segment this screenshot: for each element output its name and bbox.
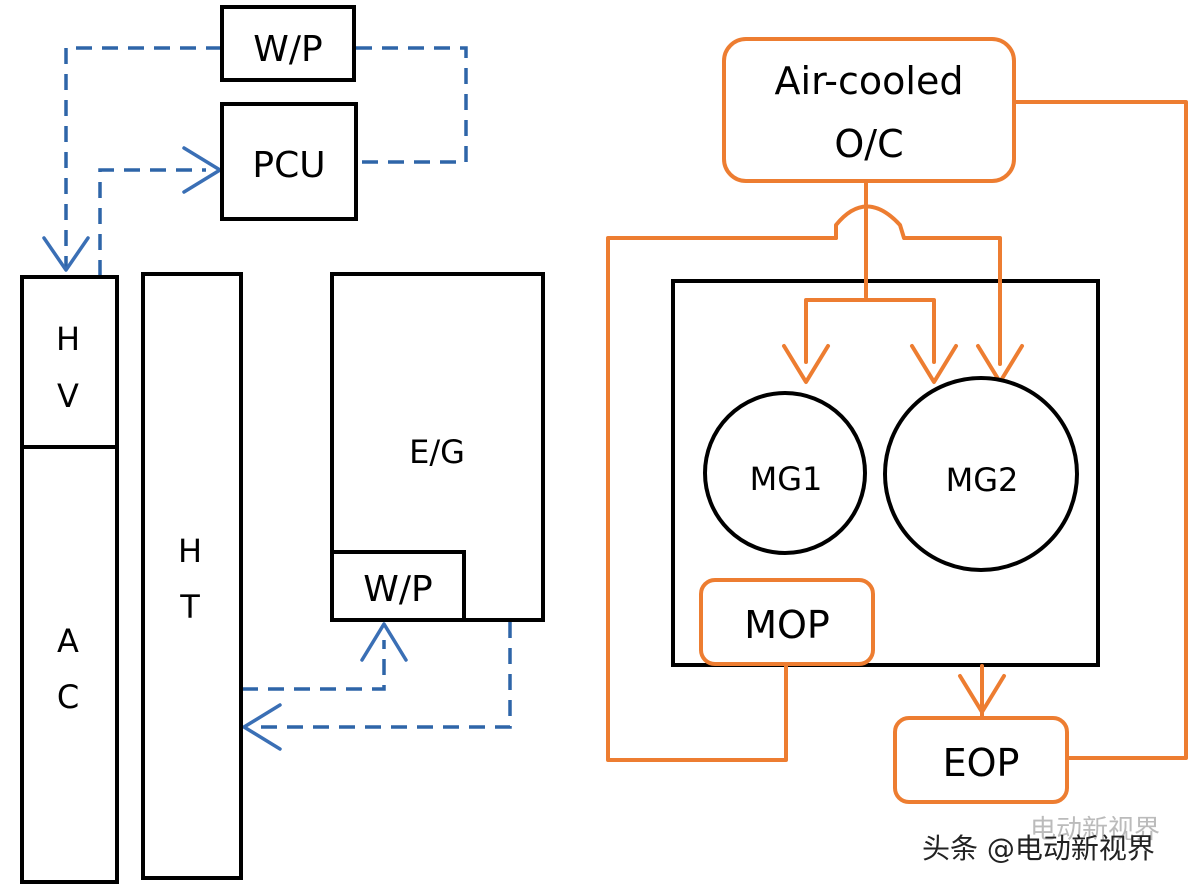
water-pump-top: W/P: [220, 5, 356, 82]
oil-line-mop-loop: [606, 236, 838, 762]
watermark: 电动新视界 头条 @电动新视界: [922, 815, 1160, 865]
coolant-line-hv-to-pcu: [98, 168, 206, 276]
coolant-line-wp-to-hv: [64, 46, 222, 268]
mg2-label: MG2: [946, 461, 1019, 499]
eop-box: EOP: [893, 716, 1069, 804]
pcu-box: PCU: [220, 102, 358, 221]
mop-box: MOP: [699, 578, 875, 666]
arrow-into-hv: [42, 236, 90, 272]
oil-line-hop-right: [834, 204, 1002, 366]
ht-label-h: H: [178, 532, 202, 570]
coolant-line-ht-to-wp: [242, 640, 386, 691]
arrow-to-mg1: [782, 344, 830, 384]
pcu-label: PCU: [252, 145, 325, 186]
ht-label-t: T: [179, 588, 200, 626]
eop-label: EOP: [943, 741, 1020, 785]
hv-label-v: V: [57, 377, 79, 415]
arrow-to-eop: [958, 674, 1006, 714]
watermark-ghost-text: 电动新视界: [1030, 815, 1160, 845]
coolant-line-wp-to-pcu: [356, 46, 468, 164]
transaxle-frame: [671, 279, 1100, 667]
mg1-label: MG1: [750, 460, 823, 498]
coolant-line-eg-to-ht: [258, 622, 512, 729]
arrow-into-ht: [242, 703, 282, 751]
oil-cooler-label-line2: O/C: [834, 122, 903, 166]
engine-label: E/G: [409, 433, 465, 471]
oil-lines: [606, 100, 1188, 762]
ht-column: H T: [141, 272, 243, 880]
oil-cooler-label-line1: Air-cooled: [775, 59, 964, 103]
engine-box: E/G W/P: [330, 272, 545, 622]
motor-generator-2: MG2: [883, 376, 1079, 572]
hv-ac-column: H V A C: [20, 275, 119, 884]
coolant-lines: [64, 46, 512, 729]
motor-generator-1: MG1: [703, 391, 867, 555]
water-pump-top-label: W/P: [253, 29, 322, 70]
oil-cooler-box: Air-cooled O/C: [722, 37, 1016, 183]
oil-line-branch: [804, 298, 936, 364]
ac-label-a: A: [57, 622, 79, 660]
watermark-text: 头条 @电动新视界: [922, 832, 1155, 865]
hv-label-h: H: [56, 320, 80, 358]
oil-line-oc-to-eop: [1012, 100, 1188, 760]
arrow-into-eg-wp: [360, 622, 408, 662]
mop-label: MOP: [744, 603, 830, 647]
engine-water-pump-label: W/P: [363, 569, 432, 610]
arrow-to-mg2-a: [910, 344, 958, 384]
ac-label-c: C: [57, 678, 79, 716]
engine-water-pump: [330, 550, 466, 622]
